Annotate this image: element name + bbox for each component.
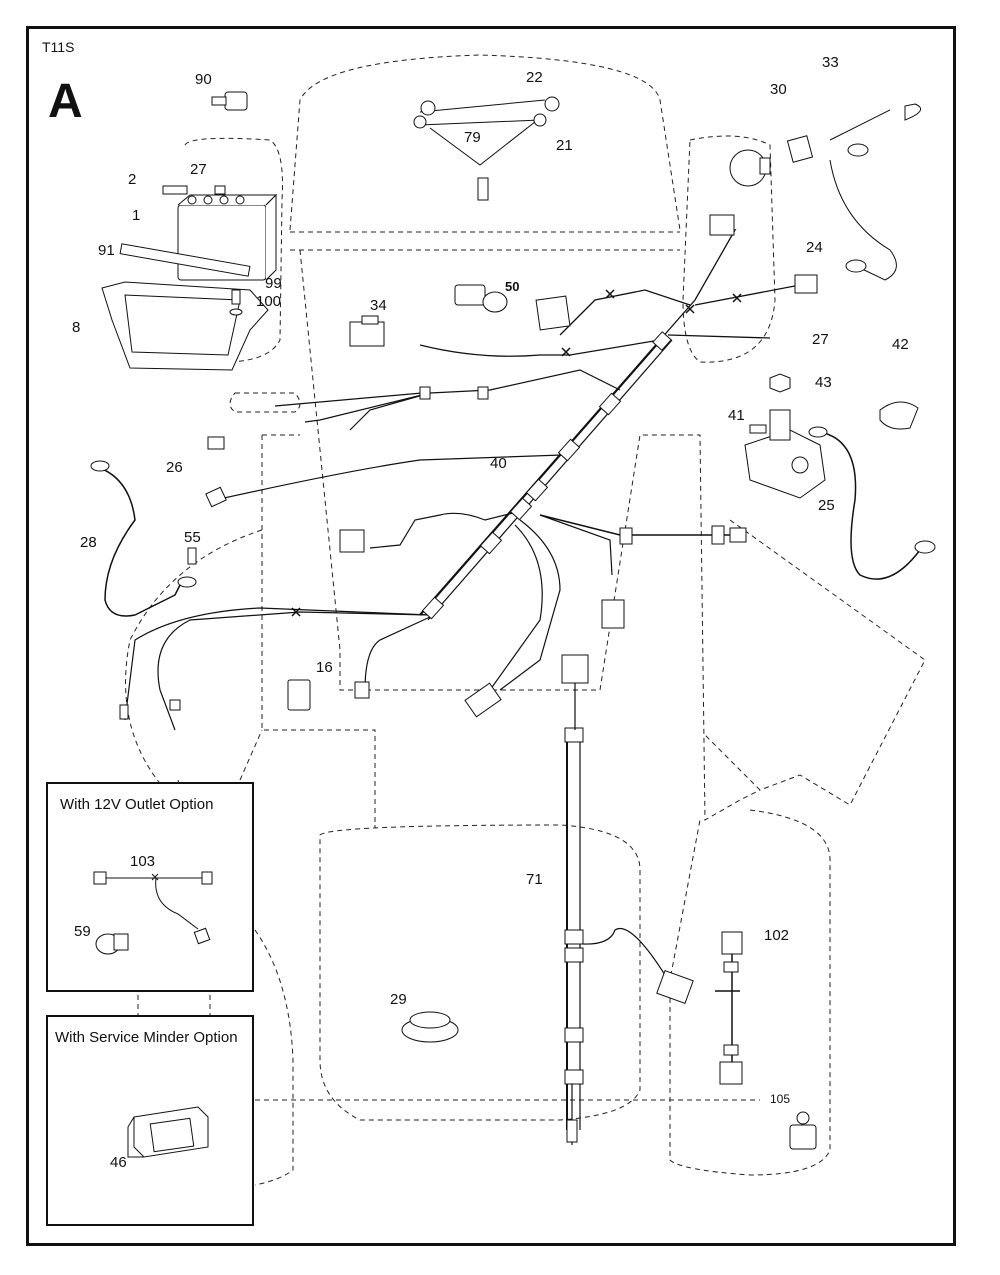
part-label-2: 2 xyxy=(128,171,137,188)
service-minder-option-box: With Service Minder Option 46 xyxy=(46,1015,254,1226)
part-label-27-battery: 27 xyxy=(190,161,207,178)
service-minder-option-title: With Service Minder Option xyxy=(55,1029,238,1046)
part-label-55: 55 xyxy=(184,529,201,546)
part-label-8: 8 xyxy=(72,319,81,336)
part-label-1: 1 xyxy=(132,207,141,224)
part-label-99: 99 xyxy=(265,275,282,292)
harness-71 xyxy=(561,654,694,1145)
part-label-43: 43 xyxy=(815,374,832,391)
section-letter: A xyxy=(48,75,83,128)
part-label-46: 46 xyxy=(110,1154,127,1171)
diagram-code: T11S xyxy=(42,39,75,55)
chassis-outline xyxy=(125,54,926,1186)
battery-parts xyxy=(101,185,278,371)
main-harness xyxy=(124,214,818,731)
part-label-102: 102 xyxy=(764,927,790,944)
part-label-90: 90 xyxy=(195,71,212,88)
outlet-option-drawing xyxy=(93,871,213,955)
part-label-21: 21 xyxy=(556,137,573,154)
part-label-28: 28 xyxy=(80,534,97,551)
part-label-105: 105 xyxy=(770,1092,791,1106)
part-label-16: 16 xyxy=(316,659,333,676)
part-label-41: 41 xyxy=(728,407,745,424)
harness-102 xyxy=(715,931,743,1085)
part-label-27-solenoid: 27 xyxy=(812,331,829,348)
outlet-option-box: With 12V Outlet Option 103 59 xyxy=(46,782,254,992)
outlet-option-title: With 12V Outlet Option xyxy=(60,796,214,813)
part-label-29: 29 xyxy=(390,991,407,1008)
part-label-42: 42 xyxy=(892,336,909,353)
part-label-40: 40 xyxy=(490,455,507,472)
part-label-24: 24 xyxy=(806,239,823,256)
part-label-25: 25 xyxy=(818,497,835,514)
part-label-79: 79 xyxy=(464,129,481,146)
part-label-50: 50 xyxy=(505,279,520,294)
part-label-100: 100 xyxy=(256,293,282,310)
diagram-frame xyxy=(26,26,956,1246)
service-minder-drawing xyxy=(127,1106,209,1158)
part-label-59: 59 xyxy=(74,923,91,940)
part-label-34: 34 xyxy=(370,297,387,314)
part-label-91: 91 xyxy=(98,242,115,259)
part-label-26: 26 xyxy=(166,459,183,476)
part-label-103: 103 xyxy=(130,853,156,870)
components xyxy=(90,91,936,1150)
part-label-71: 71 xyxy=(526,871,543,888)
part-label-33: 33 xyxy=(822,54,839,71)
part-label-30: 30 xyxy=(770,81,787,98)
part-label-22: 22 xyxy=(526,69,543,86)
